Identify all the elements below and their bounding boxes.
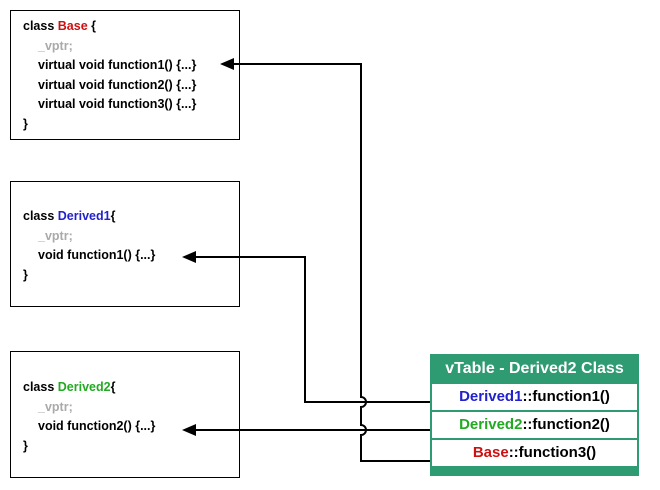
arrow-vtable-to-base-function1: [234, 63, 430, 462]
class-declaration-line: class Base {: [11, 17, 239, 37]
open-brace: {: [87, 19, 96, 33]
vtable-row-member: ::function1(): [522, 388, 610, 405]
closing-brace-line: }: [23, 116, 28, 131]
function2-line: void function2() {...}: [38, 419, 156, 433]
class-box-derived1: class Derived1{ _vptr; void function1() …: [10, 181, 240, 307]
vtable-row-class-name: Derived2: [459, 416, 523, 433]
vtable-title: vTable - Derived2 Class: [445, 360, 624, 377]
vtable-row-class-name: Base: [472, 444, 509, 461]
class-declaration-line: class Derived2{: [11, 378, 239, 398]
class-declaration-line: class Derived1{: [11, 207, 239, 227]
vtable-row-member: ::function2(): [522, 416, 610, 433]
vptr-line: _vptr;: [38, 38, 73, 53]
class-box-derived2: class Derived2{ _vptr; void function2() …: [10, 351, 240, 478]
open-brace: {: [110, 380, 116, 394]
class-box-base: class Base { _vptr; virtual void functio…: [10, 10, 240, 140]
vtable-row-function2: Derived2::function2(): [430, 410, 639, 440]
vtable-derived2-class: vTable - Derived2 Class Derived1::functi…: [430, 354, 639, 476]
keyword-class: class: [23, 19, 58, 33]
vtable-row-function1: Derived1::function1(): [430, 382, 639, 412]
class-name-base: Base: [57, 19, 88, 33]
closing-brace-line: }: [23, 267, 28, 282]
closing-brace-line: }: [23, 438, 28, 453]
keyword-class: class: [23, 209, 58, 223]
vptr-line: _vptr;: [38, 228, 73, 243]
class-name-derived1: Derived1: [57, 209, 111, 223]
function3-line: virtual void function3() {...}: [38, 97, 197, 111]
vtable-row-function3: Base::function3(): [430, 438, 639, 468]
open-brace: {: [110, 209, 116, 223]
function2-line: virtual void function2() {...}: [38, 77, 197, 92]
vptr-line: _vptr;: [38, 399, 73, 414]
keyword-class: class: [23, 380, 58, 394]
function1-line: void function1() {...}: [38, 248, 156, 262]
vtable-row-member: ::function3(): [508, 444, 597, 461]
class-name-derived2: Derived2: [57, 380, 111, 394]
vtable-row-class-name: Derived1: [459, 388, 523, 405]
function1-line: virtual void function1() {...}: [38, 58, 197, 72]
